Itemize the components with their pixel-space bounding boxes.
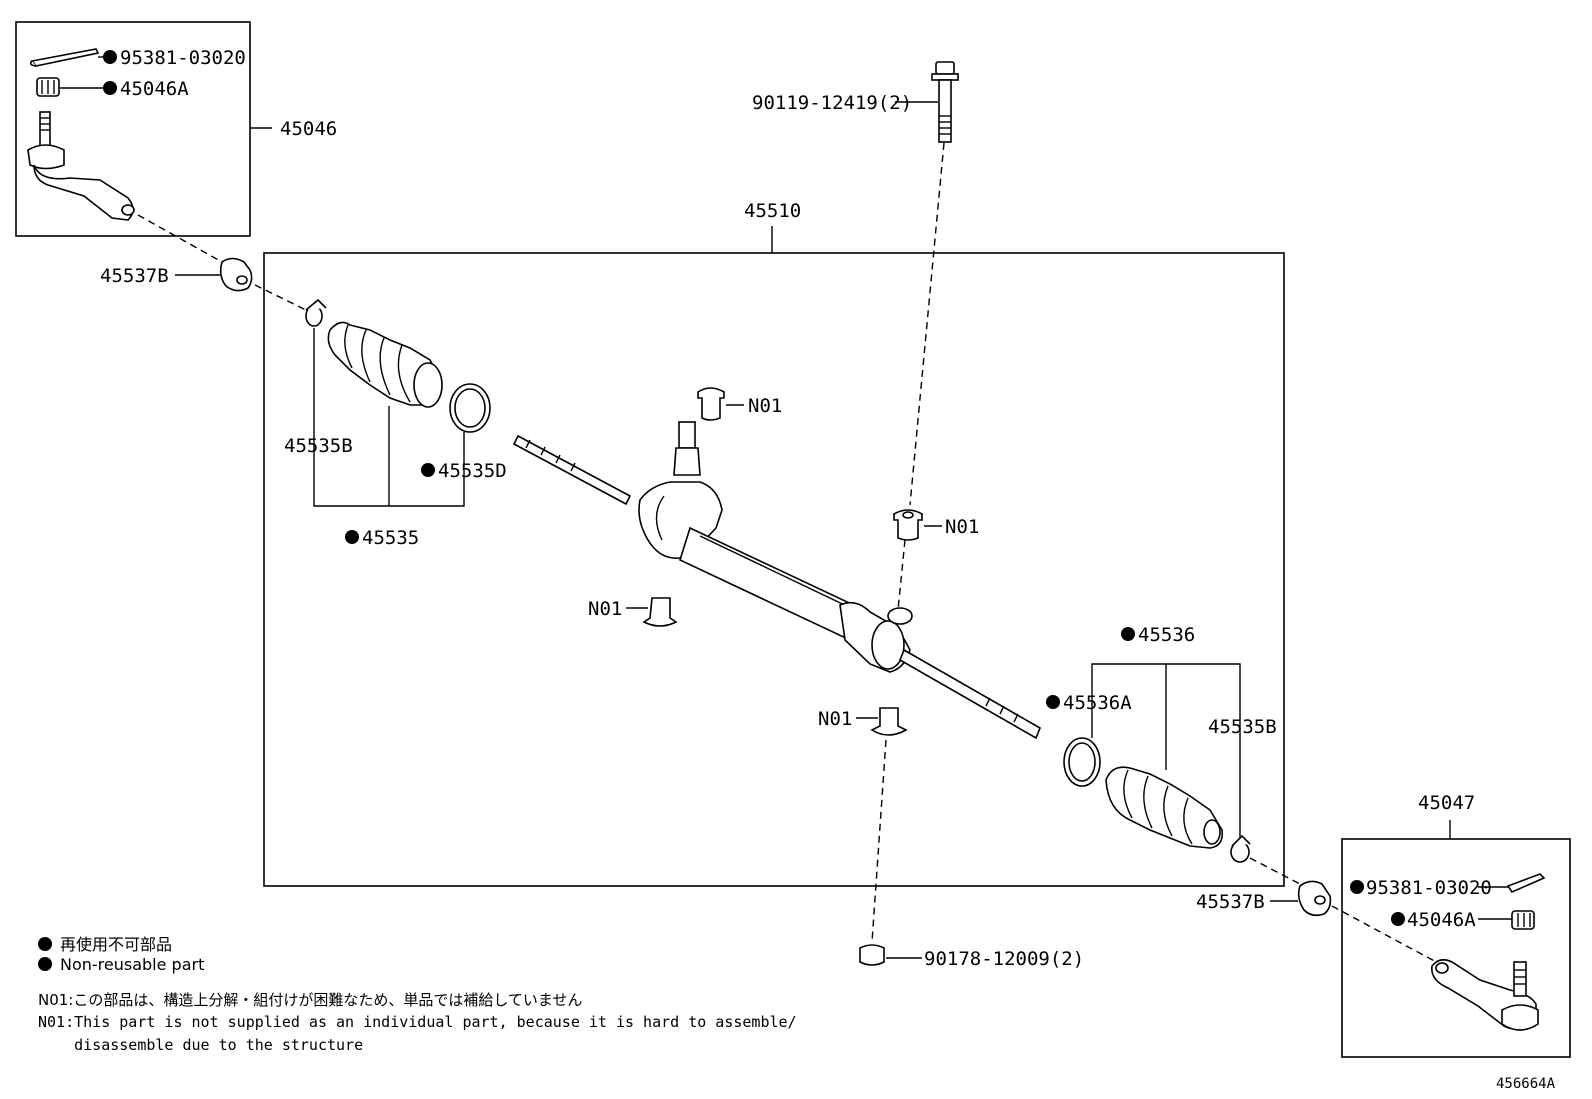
label-45535D: 45535D <box>438 460 507 482</box>
boot-clip-45537B-right <box>1297 880 1332 917</box>
label-45046A-bottom: 45046A <box>1407 909 1476 931</box>
label-n01-a: N01 <box>748 395 782 417</box>
bushing-n01-d <box>870 707 908 736</box>
non-reusable-dot <box>38 937 52 951</box>
legend-en-text: Non-reusable part <box>60 955 205 974</box>
note-en-line2: disassemble due to the structure <box>38 1036 364 1054</box>
label-45535: 45535 <box>362 527 419 549</box>
rack-assembly-box <box>263 252 1285 887</box>
boot-clamp-small-right <box>1230 834 1251 863</box>
label-45046A-top: 45046A <box>120 78 189 100</box>
label-45536: 45536 <box>1138 624 1195 646</box>
non-reusable-dot <box>103 50 117 64</box>
label-45510: 45510 <box>744 200 801 222</box>
label-45535B-right: 45535B <box>1208 716 1277 738</box>
tie-rod-end-left <box>27 111 135 221</box>
tie-rod-end-right <box>1431 958 1539 1031</box>
bushing-n01-b <box>893 509 923 541</box>
castle-nut-top <box>36 77 60 97</box>
boot-clamp-small-left <box>305 298 327 327</box>
bolt-90119 <box>931 61 959 143</box>
cotter-pin-bottom <box>1506 873 1546 894</box>
tie-rod-end-right-box <box>1341 838 1571 1058</box>
rack-boot-right <box>1105 766 1224 849</box>
non-reusable-dot <box>1046 695 1060 709</box>
label-95381-top: 95381-03020 <box>120 47 246 69</box>
guide-line <box>137 214 223 263</box>
label-45537B-left: 45537B <box>100 265 169 287</box>
non-reusable-dot <box>103 81 117 95</box>
boot-clip-45537B-left <box>219 257 253 292</box>
label-90178: 90178-12009(2) <box>924 948 1084 970</box>
non-reusable-dot <box>421 463 435 477</box>
label-95381-bottom: 95381-03020 <box>1366 877 1492 899</box>
boot-clamp-ring-right <box>1063 737 1101 787</box>
label-45535B-left: 45535B <box>284 435 353 457</box>
label-45537B-right: 45537B <box>1196 891 1265 913</box>
bushing-n01-a <box>697 387 725 421</box>
boot-clamp-ring-left <box>449 383 491 433</box>
label-45536A: 45536A <box>1063 692 1132 714</box>
legend-jp: 再使用不可部品 <box>38 931 172 955</box>
label-n01-d: N01 <box>818 708 852 730</box>
non-reusable-dot <box>345 530 359 544</box>
cotter-pin-top <box>29 48 100 67</box>
non-reusable-dot <box>38 957 52 971</box>
non-reusable-dot <box>1391 912 1405 926</box>
steering-rack <box>512 421 1042 740</box>
label-45046: 45046 <box>280 118 337 140</box>
bushing-n01-c <box>642 597 678 627</box>
tie-rod-end-left-box <box>15 21 251 237</box>
figure-id: 456664A <box>1496 1076 1556 1092</box>
non-reusable-dot <box>1121 627 1135 641</box>
label-n01-c: N01 <box>588 598 622 620</box>
legend-en: Non-reusable part <box>38 955 204 974</box>
castle-nut-bottom <box>1511 910 1535 930</box>
label-90119: 90119-12419(2) <box>752 92 912 114</box>
rack-boot-left <box>327 321 443 408</box>
note-en-line1: N01:This part is not supplied as an indi… <box>38 1013 797 1031</box>
label-45047: 45047 <box>1418 792 1475 814</box>
nut-90178 <box>859 944 885 966</box>
label-n01-b: N01 <box>945 516 979 538</box>
note-jp: N01:この部品は、構造上分解・組付けが困難なため、単品では補給していません <box>38 991 583 1009</box>
legend-jp-text: 再使用不可部品 <box>60 935 173 954</box>
non-reusable-dot <box>1350 880 1364 894</box>
